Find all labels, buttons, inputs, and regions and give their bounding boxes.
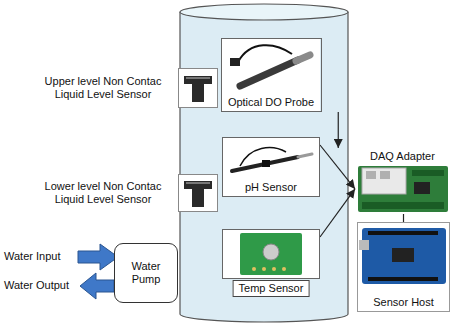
probe-body: [240, 60, 298, 86]
terminal-block: [362, 202, 444, 209]
port: [380, 171, 390, 179]
daq-adapter: DAQ Adapter: [355, 148, 450, 214]
daq-board-photo: [358, 166, 448, 212]
pin-hole: [282, 267, 286, 271]
sensor-box: Temp Sensor: [222, 229, 320, 279]
pin-hole: [272, 267, 276, 271]
pcb-board: [362, 228, 446, 284]
probe-cap: [262, 160, 270, 167]
chip: [392, 248, 414, 262]
level-sensor-shape: [184, 76, 212, 102]
pin-hole: [252, 267, 256, 271]
level-sensor-photo: [184, 76, 212, 102]
flow-label: Water Output: [4, 279, 69, 292]
level-sensor: Lower level Non Contac Liquid Level Sens…: [178, 174, 218, 212]
node-label: Water Pump: [119, 260, 173, 286]
photo-ground: [222, 137, 320, 197]
node-label: pH Sensor: [243, 181, 299, 194]
level-sensor: Upper level Non Contac Liquid Level Sens…: [178, 68, 218, 108]
port: [366, 171, 376, 179]
pump-box: Water Pump: [114, 243, 178, 303]
pcb-board: [358, 166, 448, 212]
sensor-chip: [263, 244, 279, 260]
pi-board: [362, 168, 406, 194]
node-label: DAQ Adapter: [368, 150, 437, 163]
chip: [414, 182, 430, 194]
probe-cap: [296, 55, 310, 61]
pcb-board: [240, 233, 302, 275]
input-block-arrow: [78, 244, 118, 270]
photo-ground: [222, 38, 320, 112]
host-board: Sensor Host: [357, 222, 450, 312]
connector: [403, 214, 404, 222]
node-label: Sensor Host: [371, 296, 436, 309]
sensor-highlight: [186, 182, 210, 184]
terminal-block: [412, 170, 444, 176]
level-sensor-shape: [184, 181, 212, 207]
node-label: Optical DO Probe: [226, 96, 316, 109]
photo-ground: [222, 229, 320, 279]
node-label: Temp Sensor: [233, 280, 310, 297]
probe-cable: [240, 148, 286, 166]
node-label: Lower level Non Contac Liquid Level Sens…: [33, 180, 173, 206]
connector: [320, 145, 355, 189]
output-block-arrow: [80, 273, 114, 299]
photo-ground: [178, 174, 218, 212]
tank-body: [180, 12, 348, 322]
pin-hole: [262, 267, 266, 271]
temp-sensor-photo: [240, 233, 302, 275]
connector: [320, 189, 355, 237]
probe-body: [232, 157, 298, 171]
connector: [338, 112, 339, 148]
sensor-box: Optical DO Probe: [221, 38, 322, 112]
ph-sensor-photo: [232, 148, 312, 171]
do-probe-photo: [230, 45, 310, 86]
sensor-host-photo: [359, 228, 446, 284]
level-sensor-photo: [184, 181, 212, 207]
probe-tip: [298, 154, 312, 157]
pin-header: [368, 277, 438, 281]
sensor-highlight: [186, 77, 210, 79]
flow-label: Water Input: [4, 250, 60, 263]
node-label: Upper level Non Contac Liquid Level Sens…: [33, 75, 173, 101]
probe-cable: [238, 45, 292, 62]
probe-plug: [230, 58, 240, 66]
tank-top: [180, 4, 348, 20]
usb-port: [359, 240, 369, 250]
pin-header: [368, 231, 438, 235]
photo-ground: [178, 68, 218, 108]
sensor-box: pH Sensor: [222, 137, 320, 197]
